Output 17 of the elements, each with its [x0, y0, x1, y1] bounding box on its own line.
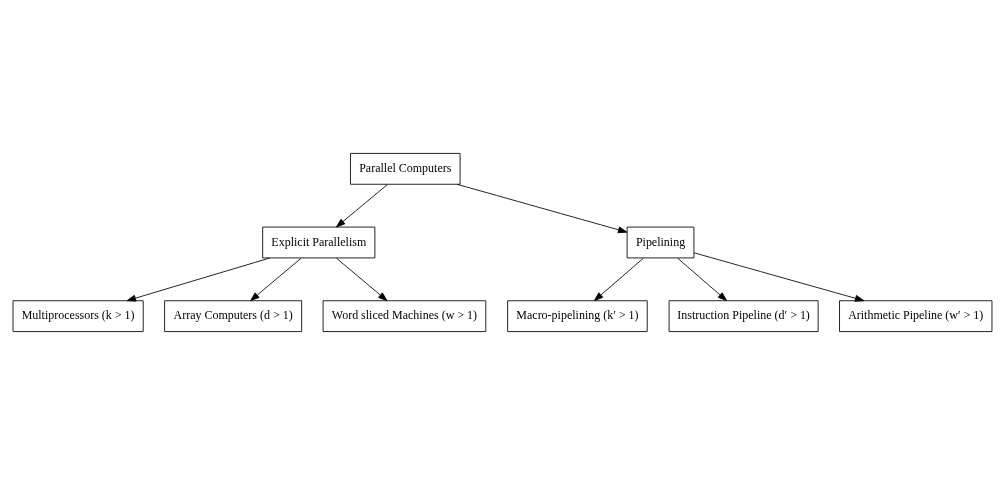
arrow	[693, 251, 865, 302]
node-box: Arithmetic Pipeline (w′ > 1)	[839, 299, 993, 332]
arrow	[126, 257, 271, 301]
arrow	[336, 257, 388, 301]
arrow	[250, 257, 302, 301]
node-box: Word sliced Machines (w > 1)	[322, 299, 487, 332]
arrow	[593, 257, 644, 301]
node-box: Pipelining	[626, 226, 695, 258]
arrow	[677, 257, 728, 301]
node-box: Array Computers (d > 1)	[164, 299, 303, 332]
arrow	[335, 183, 388, 227]
node-box: Multiprocessors (k > 1)	[12, 299, 144, 332]
node-box: Macro-pipelining (k′ > 1)	[507, 299, 648, 332]
node-box: Instruction Pipeline (d′ > 1)	[668, 299, 819, 332]
node-box: Explicit Parallelism	[262, 226, 376, 258]
node-box: Parallel Computers	[350, 152, 461, 185]
arrow	[456, 183, 628, 233]
